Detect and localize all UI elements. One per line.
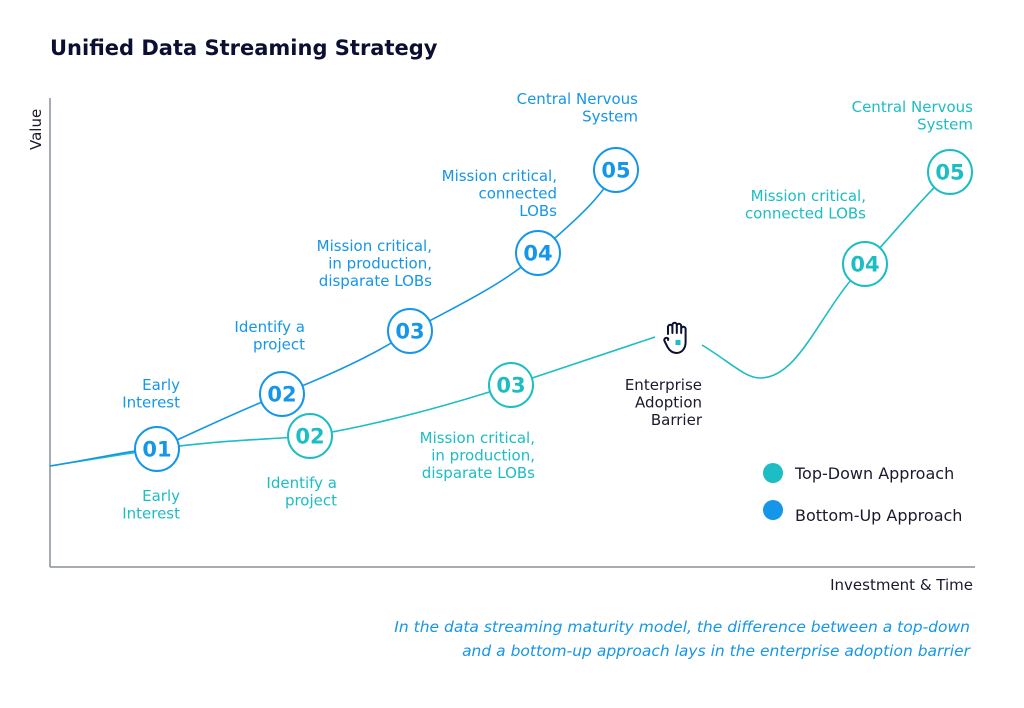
step-label-line: Interest — [122, 394, 180, 412]
caption-line: and a bottom-up approach lays in the ent… — [462, 642, 972, 660]
step-label-line: disparate LOBs — [422, 464, 535, 482]
barrier-label-line: Adoption — [635, 394, 702, 412]
step-label-line: System — [582, 108, 638, 126]
node-number: 05 — [935, 161, 964, 185]
bottom-up-label-03: Mission critical,in production,disparate… — [317, 237, 433, 290]
node-circle — [134, 426, 180, 472]
step-label-line: Central Nervous — [517, 90, 639, 108]
node-number: 04 — [850, 253, 879, 277]
step-label-line: LOBs — [519, 202, 557, 220]
node-circle — [515, 230, 561, 276]
step-label-line: Central Nervous — [852, 98, 974, 116]
legend-bottom-up-swatch — [763, 500, 783, 520]
step-label-line: connected — [478, 185, 557, 203]
step-label-line: Mission critical, — [442, 167, 557, 185]
step-nodes: 02 03 04 05 01 02 03 04 05 — [134, 147, 973, 472]
node-circle — [593, 147, 639, 193]
node-circle — [387, 308, 433, 354]
step-label-line: Identify a — [234, 318, 305, 336]
step-label-line: Mission critical, — [751, 187, 866, 205]
node-number: 04 — [523, 242, 552, 266]
node-number: 05 — [601, 159, 630, 183]
node-number: 03 — [496, 374, 525, 398]
top-down-label-04: Mission critical,connected LOBs — [745, 187, 866, 223]
step-label-line: Mission critical, — [420, 429, 535, 447]
node-circle — [259, 371, 305, 417]
top-down-label-03: Mission critical,in production,disparate… — [420, 429, 536, 482]
hand-stop-icon — [663, 321, 687, 354]
bottom-up-node-03: 03 — [387, 308, 433, 354]
top-down-node-04: 04 — [842, 241, 888, 287]
legend: Top-Down Approach Bottom-Up Approach — [763, 463, 962, 525]
x-axis-label: Investment & Time — [830, 576, 973, 594]
top-down-node-02: 02 — [287, 413, 333, 459]
bottom-up-node-01: 01 — [134, 426, 180, 472]
step-label-line: System — [917, 116, 973, 134]
top-down-curve — [49, 171, 951, 467]
node-number: 01 — [142, 438, 171, 462]
bottom-up-node-02: 02 — [259, 371, 305, 417]
barrier-label-line: Enterprise — [625, 376, 702, 394]
barrier-label-line: Barrier — [651, 411, 703, 429]
node-number: 02 — [295, 425, 324, 449]
axes: Value Investment & Time — [27, 98, 975, 594]
node-number: 02 — [267, 383, 296, 407]
node-circle — [842, 241, 888, 287]
top-down-node-03: 03 — [488, 362, 534, 408]
node-circle — [488, 362, 534, 408]
bottom-up-node-04: 04 — [515, 230, 561, 276]
y-axis-label: Value — [27, 109, 45, 150]
top-down-node-05: 05 — [927, 149, 973, 195]
step-label-line: Interest — [122, 505, 180, 523]
node-number: 03 — [395, 320, 424, 344]
node-circle — [927, 149, 973, 195]
legend-top-down-swatch — [763, 463, 783, 483]
step-label-line: Early — [142, 376, 180, 394]
legend-bottom-up-label: Bottom-Up Approach — [795, 506, 962, 525]
step-label-line: connected LOBs — [745, 205, 866, 223]
step-label-line: disparate LOBs — [319, 272, 432, 290]
step-label-line: Early — [142, 487, 180, 505]
step-label-line: project — [285, 492, 337, 510]
step-label-line: in production, — [328, 255, 432, 273]
step-label-line: Mission critical, — [317, 237, 432, 255]
step-label-line: Identify a — [266, 474, 337, 492]
step-label-line: project — [253, 336, 305, 354]
bottom-up-node-05: 05 — [593, 147, 639, 193]
caption: In the data streaming maturity model, th… — [394, 618, 971, 660]
caption-line: In the data streaming maturity model, th… — [394, 618, 970, 636]
step-label-line: in production, — [431, 447, 535, 465]
diagram-title: Unified Data Streaming Strategy — [50, 36, 438, 60]
legend-top-down-label: Top-Down Approach — [794, 464, 954, 483]
node-circle — [287, 413, 333, 459]
